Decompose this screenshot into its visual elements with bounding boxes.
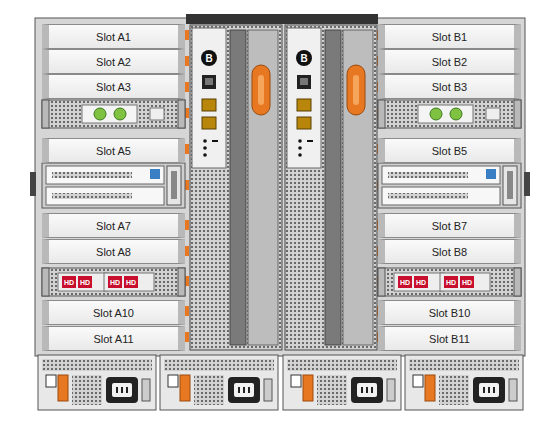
slot-label: Slot B1	[432, 31, 467, 43]
slot-blank: Slot B3	[378, 74, 521, 99]
slot-label: Slot B3	[432, 81, 467, 93]
slot-blank: Slot A3	[42, 74, 185, 99]
slot-label: Slot B10	[429, 307, 471, 319]
slot-blank: Slot B7	[378, 213, 521, 238]
slot-label: Slot A7	[96, 220, 131, 232]
drive-label: HD	[124, 276, 138, 288]
rack-ear	[524, 172, 530, 196]
drive-label: HD	[78, 276, 92, 288]
slot-label: Slot B7	[432, 220, 467, 232]
hd-card	[42, 268, 185, 296]
slot-label: Slot B11	[429, 333, 470, 345]
slot-blank: Slot A5	[42, 138, 185, 163]
slot-blank: Slot B8	[378, 239, 521, 264]
rack-ear	[30, 172, 36, 196]
slot-label: Slot A8	[96, 246, 131, 258]
drive-bay	[42, 163, 185, 208]
hd-card	[378, 268, 521, 296]
port-badge: B	[297, 51, 311, 65]
drive-bay	[378, 163, 521, 208]
drive-label: HD	[444, 276, 458, 288]
slot-blank: Slot A1	[42, 24, 185, 49]
slot-blank: Slot A10	[42, 300, 185, 325]
power-supply	[160, 355, 278, 410]
slot-blank: Slot B10	[378, 300, 521, 325]
slot-blank: Slot A11	[42, 326, 185, 351]
power-supply	[283, 355, 401, 410]
io-card	[378, 100, 521, 128]
slot-label: Slot B2	[432, 56, 467, 68]
port-badge: B	[202, 51, 216, 65]
io-card	[42, 100, 185, 128]
top-bar	[186, 14, 378, 24]
slot-label: Slot B8	[432, 246, 467, 258]
drive-label: HD	[108, 276, 122, 288]
power-supply	[405, 355, 523, 410]
slot-label: Slot A3	[96, 81, 131, 93]
slot-blank: Slot B11	[378, 326, 521, 351]
slot-label: Slot A5	[96, 145, 131, 157]
power-supply	[38, 355, 156, 410]
slot-blank: Slot A2	[42, 49, 185, 74]
controller-module	[285, 25, 377, 350]
slot-label: Slot B5	[432, 145, 467, 157]
drive-label: HD	[62, 276, 76, 288]
slot-label: Slot A10	[93, 307, 134, 319]
slot-blank: Slot B1	[378, 24, 521, 49]
controller-module	[190, 25, 282, 350]
slot-blank: Slot B5	[378, 138, 521, 163]
slot-blank: Slot A7	[42, 213, 185, 238]
drive-label: HD	[398, 276, 412, 288]
drive-label: HD	[460, 276, 474, 288]
drive-label: HD	[414, 276, 428, 288]
slot-blank: Slot A8	[42, 239, 185, 264]
slot-label: Slot A11	[93, 333, 133, 345]
slot-label: Slot A2	[96, 56, 131, 68]
slot-blank: Slot B2	[378, 49, 521, 74]
chassis-frame	[35, 18, 525, 356]
slot-label: Slot A1	[96, 31, 131, 43]
